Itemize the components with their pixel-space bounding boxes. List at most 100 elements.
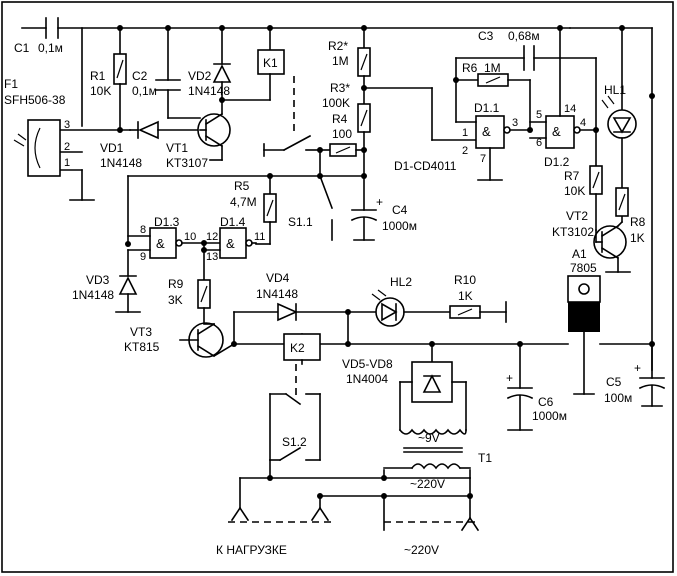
pin-d11-3: 3	[512, 117, 518, 129]
label-s1-1: S1.1	[288, 215, 313, 229]
label-c5-value: 100м	[604, 391, 632, 405]
ir-receiver-f1: F1 SFH506-38 3 2 1	[4, 77, 70, 177]
label-vd1-ref: VD1	[100, 141, 124, 155]
gate-d1-1-symbol: &	[482, 124, 491, 139]
transistor-vt3: VT3 KT815	[124, 322, 236, 358]
label-vd5-8-ref: VD5-VD8	[342, 357, 393, 371]
transistor-vt1: VT1 KT3107	[166, 99, 231, 170]
label-r5-ref: R5	[234, 179, 250, 193]
resistor-r1: R1 10K	[90, 25, 127, 133]
label-mains: ~220V	[404, 543, 439, 557]
led-hl1: HL1	[601, 25, 637, 189]
label-vd4-ref: VD4	[266, 271, 290, 285]
label-f1-value: SFH506-38	[4, 93, 66, 107]
resistor-r5: R5 4,7M	[230, 175, 277, 245]
label-k2-ref: K2	[290, 341, 305, 355]
resistor-r2: R2* 1M	[328, 25, 371, 91]
label-d1-1: D1.1	[474, 101, 500, 115]
label-c5-ref: C5	[606, 375, 622, 389]
resistor-r10: R10 1K	[449, 273, 507, 323]
label-c4-ref: C4	[392, 203, 408, 217]
label-vd5-8-value: 1N4004	[346, 372, 388, 386]
diode-bridge: VD5-VD8 1N4004	[342, 343, 467, 431]
label-r4-ref: R4	[332, 112, 348, 126]
resistor-r3: R3* 100K	[322, 81, 371, 177]
label-k1-ref: K1	[263, 56, 278, 70]
label-d1-chip: D1-CD4011	[394, 159, 457, 173]
label-r7-value: 10K	[564, 184, 585, 198]
diode-vd3: VD3 1N4148	[72, 249, 141, 313]
diode-vd4: VD4 1N4148	[256, 271, 351, 345]
label-s1-2: S1.2	[282, 435, 307, 449]
label-vt3-ref: VT3	[130, 325, 152, 339]
label-r1-value: 10K	[90, 84, 111, 98]
label-vt1-ref: VT1	[166, 141, 188, 155]
capacitor-c3: C3 0,68м	[453, 29, 599, 133]
label-r9-ref: R9	[168, 277, 184, 291]
label-d1-2: D1.2	[544, 155, 570, 169]
pin-d13-9: 9	[140, 251, 146, 263]
label-c1-value: 0,1м	[38, 41, 63, 55]
pin-f1-2: 2	[64, 141, 70, 153]
resistor-r7: R7 10K	[564, 129, 603, 231]
capacitor-c6: + C6 1000м	[506, 343, 567, 431]
label-hl1-ref: HL1	[604, 83, 626, 97]
label-r10-ref: R10	[454, 273, 476, 287]
label-vd1-value: 1N4148	[100, 156, 142, 170]
gate-d1-3-symbol: &	[156, 236, 165, 251]
pin-d14-12: 12	[206, 231, 218, 243]
pin-d11-1: 1	[462, 127, 468, 139]
label-a1-value: 7805	[570, 261, 597, 275]
label-c6-value: 1000м	[532, 409, 567, 423]
label-r7-ref: R7	[564, 169, 580, 183]
pin-d13-10: 10	[184, 231, 196, 243]
label-t1-ref: T1	[478, 451, 492, 465]
pin-f1-1: 1	[64, 157, 70, 169]
wires-d11-input	[363, 87, 477, 141]
switch-s1-2: S1.2	[269, 392, 321, 462]
gate-d1-4-symbol: &	[226, 236, 235, 251]
pin-d14-13: 13	[206, 251, 218, 263]
gate-d1-2-symbol: &	[552, 124, 561, 139]
label-r8-ref: R8	[630, 215, 646, 229]
led-hl2: HL2	[347, 275, 451, 327]
gate-d1-3: & D1.3 8 9 10	[125, 215, 221, 263]
light-arrow-icon	[371, 293, 381, 301]
relay-k1: K1	[221, 25, 295, 134]
capacitor-c2: C2 0,1м	[132, 25, 201, 119]
pin-d12-6: 6	[536, 137, 542, 149]
label-r3-value: 100K	[322, 96, 350, 110]
capacitor-c4: + C4 1000м	[350, 173, 417, 241]
contact-k1	[263, 134, 323, 157]
label-r2-ref: R2*	[328, 39, 348, 53]
label-c3-ref: C3	[478, 29, 494, 43]
label-vd2-ref: VD2	[188, 69, 212, 83]
pin-d12-4: 4	[580, 117, 586, 129]
label-a1-ref-top: A1	[572, 247, 587, 261]
label-r10-value: 1K	[458, 289, 473, 303]
label-f1-ref: F1	[4, 77, 18, 91]
label-c2-ref: C2	[132, 69, 148, 83]
gate-d1-4: & D1.4 12 13 11	[201, 215, 265, 281]
label-c6-plus: +	[506, 371, 513, 385]
label-c3-value: 0,68м	[508, 29, 540, 43]
label-vt1-value: KT3107	[166, 156, 208, 170]
label-c6-ref: C6	[538, 395, 554, 409]
transistor-vt2: VT2 KT3102	[552, 209, 631, 273]
wires-top-rail	[21, 27, 653, 371]
label-c5-plus: +	[634, 361, 641, 375]
label-r1-ref: R1	[90, 69, 106, 83]
label-r6-value: 1M	[484, 61, 501, 75]
wires-load: К НАГРУЗКЕ ~220V	[216, 459, 480, 557]
label-r4-value: 100	[332, 127, 352, 141]
pin-d12-5: 5	[536, 109, 542, 121]
label-r8-value: 1K	[630, 231, 645, 245]
label-c4-plus: +	[376, 195, 383, 209]
regulator-body	[568, 302, 600, 332]
transformer-t1: ~9V T1 ~220V	[383, 428, 492, 491]
resistor-r6: R6 1M	[455, 61, 533, 133]
resistor-r8: R8 1K	[615, 187, 646, 245]
